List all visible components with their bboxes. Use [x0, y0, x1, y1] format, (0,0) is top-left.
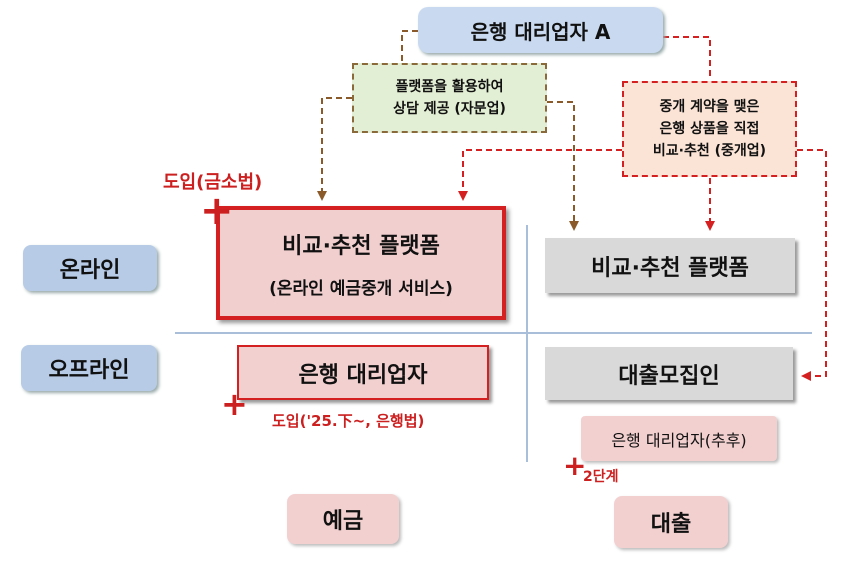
brokerage-note-line-3: 비교·추천 (중개업)	[652, 143, 767, 159]
column-label-loan-text: 대출	[650, 512, 692, 537]
advisory-note: 플랫폼을 활용하여 상담 제공 (자문업)	[352, 63, 547, 133]
online-deposit-platform-title: 비교·추천 플랫폼	[282, 233, 440, 259]
intro-offline-label: 도입('25.下~, 은행법)	[272, 412, 425, 430]
arrow-brokerage-to-loan-broker	[797, 149, 827, 381]
loan-broker-box: 대출모집인	[545, 347, 793, 400]
online-loan-platform-label: 비교·추천 플랫폼	[591, 255, 749, 281]
column-label-deposit-text: 예금	[322, 509, 364, 534]
row-label-online: 온라인	[23, 245, 157, 291]
future-bank-agent-box: 은행 대리업자(추후)	[581, 416, 777, 461]
stage2-label: 2단계	[583, 469, 619, 485]
brokerage-note-line-2: 은행 상품을 직접	[659, 121, 760, 137]
brokerage-note-line-1: 중개 계약을 맺은	[659, 99, 760, 115]
arrow-advisory-to-online-loan	[547, 101, 579, 231]
row-label-offline-text: 오프라인	[48, 358, 130, 383]
row-label-offline: 오프라인	[21, 345, 157, 391]
online-loan-platform-box: 비교·추천 플랫폼	[545, 238, 795, 293]
bank-agent-a-label: 은행 대리업자 A	[470, 19, 611, 44]
arrow-advisory-to-online-deposit	[317, 97, 352, 201]
column-label-deposit: 예금	[287, 494, 399, 544]
row-label-online-text: 온라인	[59, 258, 121, 283]
brokerage-note: 중개 계약을 맺은 은행 상품을 직접 비교·추천 (중개업)	[622, 81, 797, 177]
advisory-note-line-2: 상담 제공 (자문업)	[393, 101, 506, 117]
arrow-brokerage-to-online-deposit	[458, 149, 622, 201]
column-label-loan: 대출	[614, 496, 728, 548]
online-deposit-platform-subtitle: (온라인 예금중개 서비스)	[269, 278, 453, 299]
plus-marker-online: +	[200, 188, 234, 234]
advisory-note-line-1: 플랫폼을 활용하여	[395, 79, 504, 95]
plus-marker-offline: +	[221, 385, 248, 423]
future-bank-agent-label: 은행 대리업자(추후)	[611, 430, 747, 450]
arrow-top-to-brokerage	[663, 36, 711, 80]
online-deposit-platform-box: 비교·추천 플랫폼 (온라인 예금중개 서비스)	[216, 206, 506, 320]
arrow-top-to-advisory	[401, 30, 418, 62]
bank-agent-a-box: 은행 대리업자 A	[418, 7, 663, 53]
intro-online-label: 도입(금소법)	[163, 172, 263, 193]
offline-deposit-agent-label: 은행 대리업자	[298, 362, 428, 388]
loan-broker-label: 대출모집인	[618, 363, 720, 389]
offline-deposit-agent-box: 은행 대리업자	[237, 345, 489, 400]
plus-marker-stage2: +	[563, 449, 587, 482]
